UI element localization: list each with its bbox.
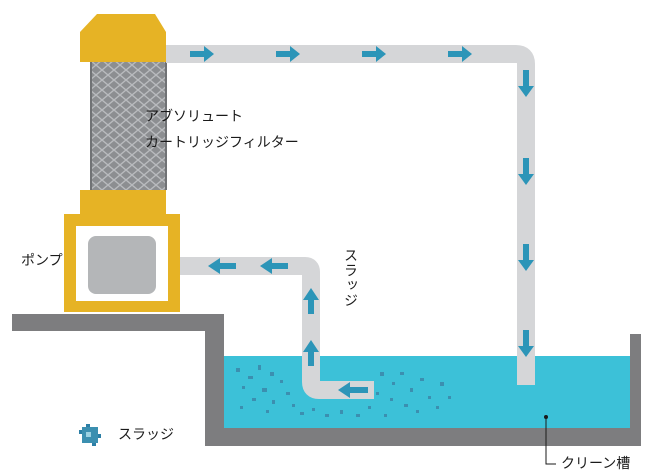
arrow-icon bbox=[518, 158, 534, 185]
arrow-icon bbox=[518, 330, 534, 357]
sludge-pipe bbox=[180, 257, 374, 399]
arrow-icon bbox=[260, 258, 288, 274]
clean-water-pipe bbox=[166, 45, 535, 385]
arrow-icon bbox=[362, 46, 386, 62]
leader-dot bbox=[544, 415, 548, 419]
arrow-icon bbox=[208, 258, 236, 274]
filter-label-line1: アブソリュート bbox=[145, 109, 243, 125]
sludge-particle-icon bbox=[79, 424, 101, 446]
pump-label: ポンプ bbox=[21, 253, 63, 269]
filter-cartridge bbox=[90, 62, 167, 190]
floor bbox=[12, 314, 641, 446]
pump-unit bbox=[64, 214, 180, 312]
arrow-icon bbox=[303, 288, 319, 314]
arrow-icon bbox=[303, 340, 319, 366]
clean-tank-label: クリーン槽 bbox=[561, 456, 631, 472]
arrow-icon bbox=[338, 382, 368, 398]
flow-arrows bbox=[190, 46, 534, 398]
arrow-icon bbox=[448, 46, 472, 62]
arrow-icon bbox=[190, 46, 214, 62]
arrow-icon bbox=[276, 46, 300, 62]
filter-cap bbox=[80, 14, 166, 62]
sludge-pipe-label: スラッジ bbox=[342, 248, 358, 308]
filter-label-line2: カートリッジフィルター bbox=[145, 135, 299, 151]
tank-structure bbox=[12, 314, 641, 446]
clean-tank-water bbox=[224, 356, 630, 428]
clean-tank-leader bbox=[545, 417, 556, 465]
filter-neck bbox=[80, 190, 166, 214]
arrow-icon bbox=[518, 70, 534, 97]
arrow-icon bbox=[518, 244, 534, 271]
sludge-legend-label: スラッジ bbox=[118, 427, 174, 443]
sludge-particles bbox=[236, 365, 451, 417]
pump-body bbox=[88, 236, 156, 294]
